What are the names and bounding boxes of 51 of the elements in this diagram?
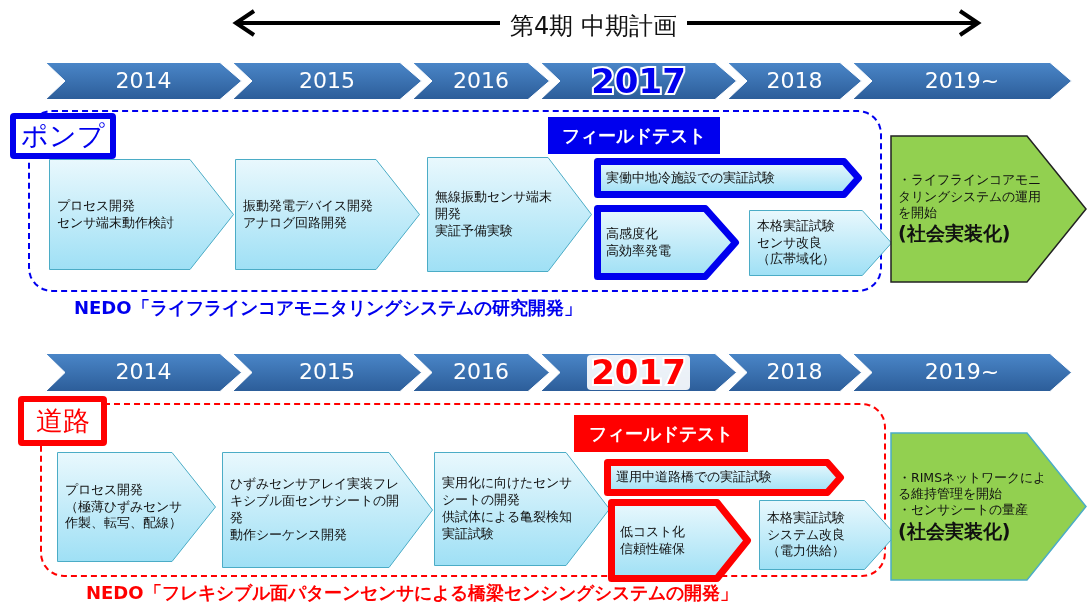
year-label: 2018 [766, 66, 823, 95]
year-label: 2018 [766, 358, 823, 387]
goal-text: ・ライフラインコアモニタリングシステムの運用を開始 [898, 172, 1042, 222]
year-label: 2014 [115, 66, 172, 95]
year-label: 2015 [299, 66, 355, 95]
goal-text: ・センサシートの量産 [898, 502, 1028, 519]
step-text: 実働中地冷施設での実証試験 [606, 169, 775, 187]
step-text: （極薄ひずみセンサ作製、転写、配線） [65, 498, 183, 533]
step-text: 実証予備実験 [435, 222, 513, 240]
year-label: 2017 [587, 354, 690, 391]
section-tag [18, 396, 107, 446]
year-label: 2019~ [924, 66, 1000, 95]
step-text: （電力供給） [767, 543, 845, 561]
step-text: 供試体による亀裂検知実証試験 [442, 509, 573, 543]
project-caption: NEDO「フレキシブル面パターンセンサによる橋梁センシングシステムの開発」 [86, 581, 738, 605]
goal-text: ・RIMSネットワークによる維持管理を開始 [898, 469, 1047, 503]
step-text: 本格実証試験 [767, 509, 845, 527]
step-text: 低コスト化 [620, 523, 685, 541]
phase-label: フィールドテスト [589, 421, 733, 446]
section-label: ポンプ [21, 119, 105, 154]
project-caption: NEDO「ライフラインコアモニタリングシステムの研究開発」 [74, 296, 582, 320]
phase-banner [548, 117, 720, 154]
year-label: 2019~ [924, 358, 1000, 387]
step-text: 本格実証試験 [757, 217, 835, 235]
step-text: 実用化に向けたセンサシートの開発 [442, 475, 573, 509]
section-tag [10, 113, 116, 159]
step-text: システム改良 [767, 526, 845, 544]
phase-banner [574, 415, 748, 452]
year-label: 2017 [591, 59, 686, 103]
step-text: （広帯域化） [757, 251, 835, 269]
step-text: 高効率発電 [606, 242, 671, 260]
step-text: 高感度化 [606, 225, 658, 243]
section-label: 道路 [35, 404, 90, 439]
year-label: 2016 [453, 358, 509, 387]
step-text: ひずみセンサアレイ実装フレキシブル面センサシートの開発 [230, 476, 400, 527]
step-text: センサ改良 [757, 234, 822, 252]
goal-title: (社会実装化) [898, 518, 1011, 544]
step-text: 振動発電デバイス開発 [243, 197, 373, 215]
goal-title: (社会実装化) [898, 221, 1011, 246]
step-text: 運用中道路橋での実証試験 [616, 469, 772, 486]
step-text: 無線振動センサ端末開発 [435, 189, 553, 223]
year-label: 2014 [115, 358, 172, 387]
step-text: センサ端末動作検討 [57, 214, 174, 232]
step-text: 動作シーケンス開発 [230, 526, 347, 544]
phase-label: フィールドテスト [562, 123, 706, 148]
step-text: アナログ回路開発 [243, 214, 347, 232]
year-label: 2015 [299, 358, 355, 387]
step-text: プロセス開発 [57, 197, 135, 215]
step-text: プロセス開発 [65, 481, 143, 499]
step-text: 信頼性確保 [620, 540, 685, 558]
year-label: 2016 [453, 66, 509, 95]
